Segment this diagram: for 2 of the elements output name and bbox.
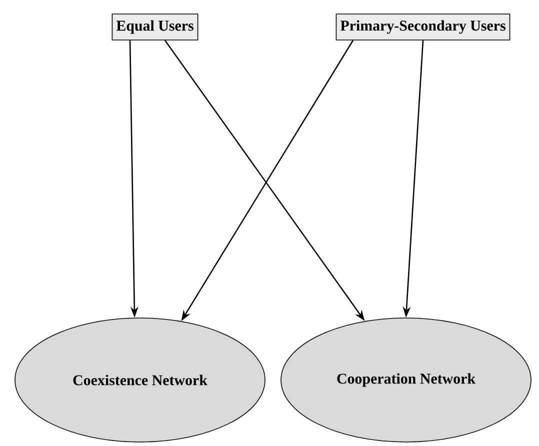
- label-box: Primary-Secondary Users: [336, 14, 510, 40]
- label-box: Equal Users: [112, 14, 198, 40]
